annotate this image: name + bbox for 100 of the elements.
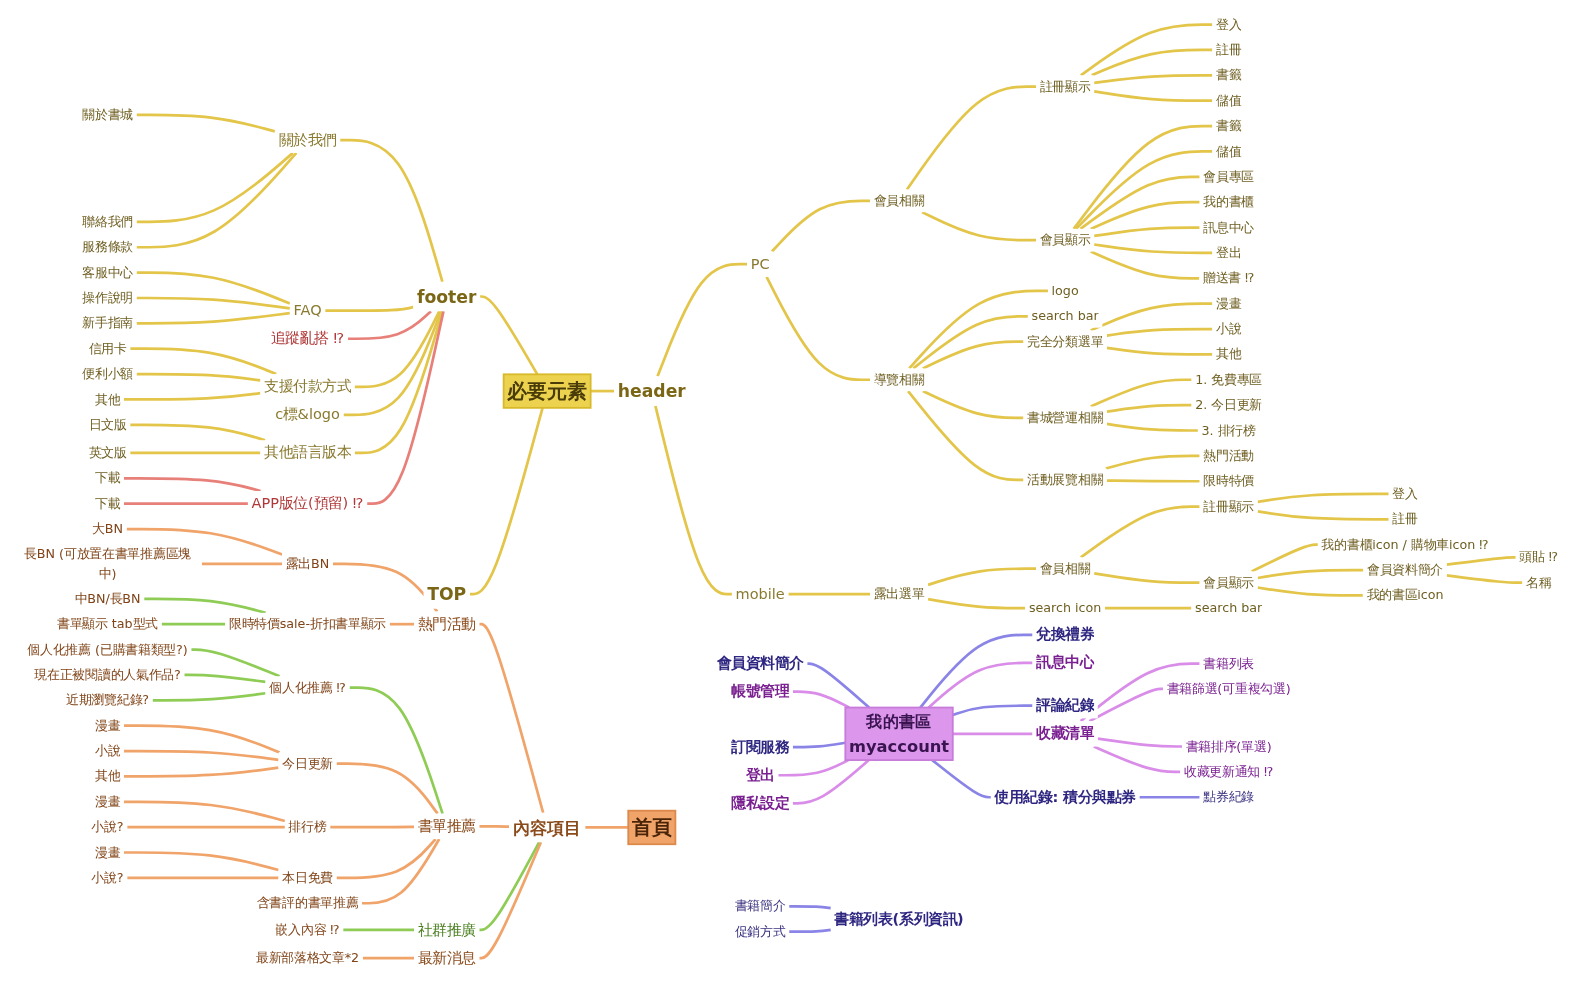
node-text: 書單顯示 tab型式 (57, 616, 159, 631)
node-text: 其他 (94, 391, 121, 407)
connector (469, 407, 544, 596)
connector (354, 310, 441, 389)
node-text: 新手指南 (82, 315, 133, 331)
connector (130, 423, 266, 442)
node-text: 完全分類選單 (1027, 334, 1104, 349)
connector (952, 704, 1033, 717)
connector (1093, 745, 1181, 774)
node-text: 現在正被閱讀的人氣作品? (34, 667, 181, 682)
connector (325, 305, 414, 313)
node-text: footer (416, 286, 477, 307)
node-text: search icon (1028, 600, 1102, 615)
connector (789, 904, 832, 910)
connector (792, 741, 846, 749)
connector (919, 633, 1033, 709)
connector (201, 562, 283, 566)
node-text: 1. 免費專區 (1195, 372, 1263, 387)
connector (908, 289, 1048, 370)
connector (1090, 378, 1192, 408)
connector (349, 686, 444, 815)
connector (389, 622, 415, 626)
node-box: 必要元素 (502, 373, 592, 409)
connector (367, 310, 445, 506)
connector (1090, 250, 1200, 280)
connector (1093, 243, 1213, 255)
connector (1446, 556, 1516, 567)
node-text: 註冊顯示 (1203, 498, 1255, 514)
connector (362, 956, 415, 960)
connector (927, 661, 1033, 709)
node-text: FAQ (293, 301, 322, 319)
node-text: 最新部落格文章*2 (255, 950, 360, 965)
node-text: 我的書區icon (1366, 587, 1444, 603)
node-text: 會員相關 (873, 193, 925, 208)
connector (1105, 606, 1192, 610)
connector (1080, 505, 1200, 559)
connector (161, 622, 226, 626)
node-text: 活動展覽相關 (1027, 472, 1104, 487)
node-text: c標&logo (275, 405, 340, 424)
connector (136, 151, 294, 224)
connector (354, 310, 444, 455)
connector (330, 825, 415, 829)
node-text: 點券紀錄 (1203, 789, 1255, 805)
connector (792, 690, 850, 709)
connector (807, 662, 870, 709)
connector (347, 310, 432, 341)
node-text: 書籍排序(單選) (1185, 738, 1272, 754)
node-text: 贈送書 ⁉ (1202, 270, 1255, 286)
node-text: 註冊 (1392, 511, 1418, 527)
node-text: 名稱 (1526, 575, 1552, 590)
node-box: 我的書區 myaccount (844, 706, 954, 761)
node-text: 社群推廣 (417, 920, 476, 939)
node-text: 小說 (94, 743, 121, 758)
connector (792, 759, 870, 805)
connector (765, 276, 871, 382)
connector (343, 310, 443, 417)
connector (585, 826, 629, 829)
node-text: search bar (1195, 600, 1263, 615)
node-text: 便利小額 (82, 366, 133, 381)
node-text: 帳號管理 (731, 682, 790, 700)
connector (654, 405, 732, 596)
connector (1257, 568, 1364, 580)
connector (1093, 73, 1213, 85)
node-text: PC (750, 255, 770, 273)
node-text: 2. 今日更新 (1195, 397, 1263, 412)
node-text: 收藏更新通知 ⁉ (1183, 764, 1274, 779)
node-text: 排行榜 (288, 819, 327, 834)
node-text: 追蹤亂搭 ⁉ (270, 329, 345, 347)
node-text: header (617, 380, 686, 401)
connector (1079, 175, 1200, 230)
connector (123, 851, 279, 872)
connector (1090, 302, 1213, 332)
node-text: 小說? (91, 870, 124, 885)
node-text: logo (1051, 283, 1079, 298)
node-text: 服務條款 (82, 239, 133, 255)
connector (922, 340, 1024, 370)
node-text: 日文版 (88, 417, 127, 432)
node-text: 英文版 (88, 445, 127, 460)
connector (136, 296, 291, 310)
node-text: 關於書城 (82, 107, 133, 122)
connector (1088, 687, 1163, 723)
connector (912, 314, 1028, 370)
connector (136, 152, 298, 249)
node-text: 限時特價 (1203, 473, 1255, 489)
node-text: 今日更新 (282, 756, 333, 771)
node-text: 書籍簡介 (734, 898, 786, 914)
node-text: 下載 (94, 470, 121, 486)
connector (1446, 574, 1523, 585)
connector (136, 271, 291, 305)
node-text: 漫畫 (94, 844, 121, 860)
connector (907, 390, 1024, 482)
node-text: 本日免費 (282, 870, 333, 885)
node-text: 登出 (745, 766, 775, 784)
node-box: 首頁 (627, 809, 677, 846)
connector (1079, 662, 1200, 723)
node-text: 書單推薦 (417, 817, 476, 835)
node-text: 促銷方式 (734, 923, 786, 939)
node-text: 訊息中心 (1203, 219, 1255, 235)
connector (1106, 422, 1198, 432)
connector (1139, 795, 1200, 799)
